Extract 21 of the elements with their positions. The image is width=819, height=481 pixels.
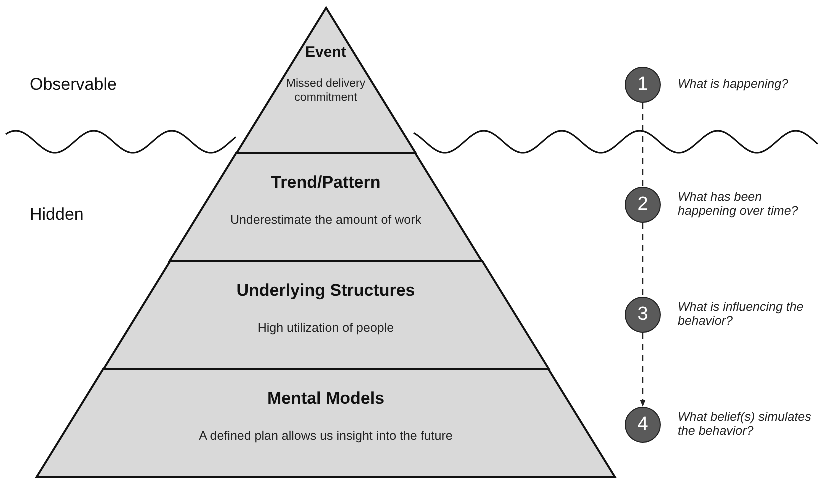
- layer-description: High utilization of people: [258, 321, 394, 336]
- dashed-connector: [640, 333, 646, 407]
- layer-description: A defined plan allows us insight into the future: [199, 429, 453, 444]
- dashed-connector: [642, 223, 644, 297]
- zone-label: Hidden: [30, 205, 84, 225]
- step-question: What is influencing the behavior?: [678, 301, 805, 329]
- layer-heading: Mental Models: [267, 389, 385, 409]
- step-question: What is happening?: [678, 78, 790, 92]
- zone-label: Observable: [30, 75, 117, 95]
- layer-description: Underestimate the amount of work: [230, 213, 422, 228]
- layer-heading: Trend/Pattern: [271, 173, 381, 193]
- layer-description: Missed delivery commitment: [285, 78, 367, 106]
- step-circle: 4: [625, 407, 661, 443]
- step-question: What belief(s) simulates the behavior?: [678, 411, 812, 439]
- step-question: What has been happening over time?: [678, 191, 800, 219]
- step-circle: 2: [625, 187, 661, 223]
- dashed-connector: [642, 103, 644, 187]
- layer-heading: Event: [306, 44, 346, 61]
- layer-heading: Underlying Structures: [236, 281, 416, 301]
- step-circle: 3: [625, 297, 661, 333]
- step-circle: 1: [625, 67, 661, 103]
